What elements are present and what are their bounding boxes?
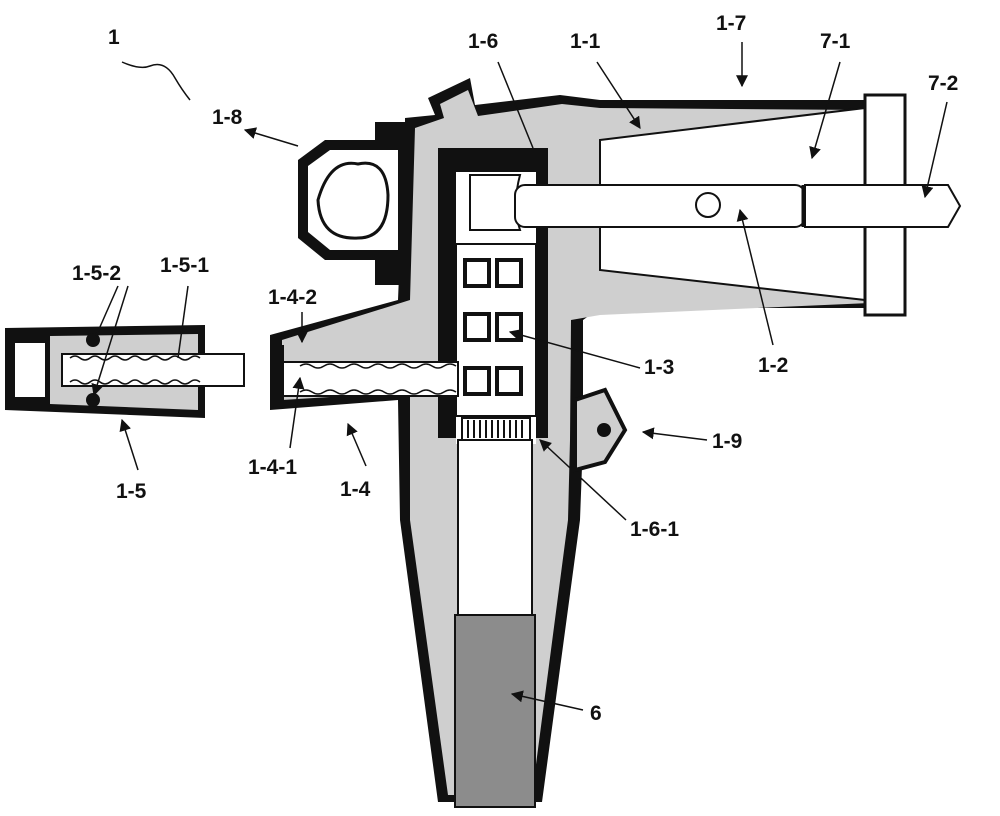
label-1-4: 1-4 (340, 478, 371, 501)
cap-window (14, 342, 46, 398)
lug-hole (597, 423, 611, 437)
probe-hole (696, 193, 720, 217)
arrow-1-4 (348, 424, 366, 466)
label-1-9: 1-9 (712, 430, 742, 453)
label-1-5-1: 1-5-1 (160, 254, 209, 277)
cable-channel (458, 440, 532, 615)
label-1: 1 (108, 26, 120, 49)
label-1-4-1: 1-4-1 (248, 456, 297, 479)
window (465, 260, 489, 286)
clamp-1-8 (298, 122, 410, 285)
windows-1-3 (456, 244, 536, 440)
label-7-1: 7-1 (820, 30, 851, 53)
cable-6 (455, 615, 535, 807)
label-1-8: 1-8 (212, 106, 243, 129)
arrow-1-9 (643, 432, 707, 440)
cap-ball (86, 333, 100, 347)
label-1-leader (122, 62, 190, 100)
arrow-7-2 (925, 102, 947, 197)
label-1-7: 1-7 (716, 12, 746, 35)
label-7-2: 7-2 (928, 72, 958, 95)
window (465, 314, 489, 340)
label-6: 6 (590, 702, 602, 725)
bolt-end (270, 345, 284, 407)
label-1-5: 1-5 (116, 480, 147, 503)
cap-ball (86, 393, 100, 407)
window (465, 368, 489, 394)
label-1-1: 1-1 (570, 30, 601, 53)
ribbed-ring-1-6-1 (462, 418, 530, 440)
arrow-1-8 (245, 130, 298, 146)
window (497, 260, 521, 286)
label-1-5-2: 1-5-2 (72, 262, 121, 285)
clamp-cutout (318, 163, 388, 238)
label-1-6-1: 1-6-1 (630, 518, 679, 541)
label-1-6: 1-6 (468, 30, 498, 53)
probe-rod (515, 185, 805, 227)
probe-tip-7-2 (805, 185, 960, 227)
label-1-4-2: 1-4-2 (268, 286, 317, 309)
window (497, 314, 521, 340)
arrow-1-5 (122, 420, 138, 470)
window (497, 368, 521, 394)
label-1-2: 1-2 (758, 354, 788, 377)
label-1-3: 1-3 (644, 356, 674, 379)
nut-cap-1-5 (5, 325, 244, 418)
probe-body (470, 175, 520, 230)
lug-1-9 (575, 390, 625, 470)
